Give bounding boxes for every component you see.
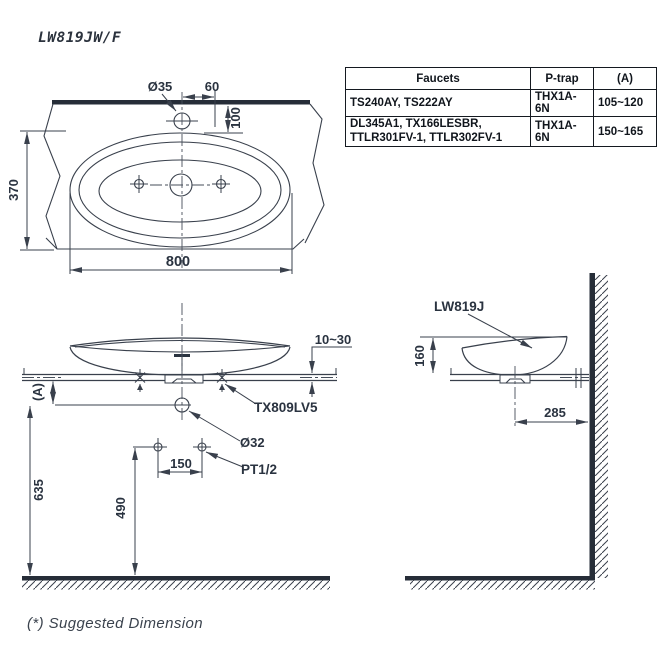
- bowl-rim-outer: [69, 337, 291, 347]
- counter-break-left: [43, 103, 61, 250]
- floor-left-hatch: [22, 580, 330, 590]
- label-drain-fitting: TX809LV5: [254, 400, 318, 415]
- dim-faucet-offset: 60: [205, 79, 219, 94]
- counter-break-right: [304, 103, 325, 244]
- drain-dia-leader: [188, 410, 241, 442]
- cell-a: 150~165: [593, 116, 657, 147]
- plan-view: 370 800 60 100 Ø35: [6, 79, 325, 274]
- dim-faucet-depth: 100: [228, 107, 243, 129]
- anchor-right: [216, 369, 228, 392]
- dim-supply-spacing: 150: [170, 456, 192, 471]
- anchor-left: [134, 369, 146, 392]
- drain-recess-detail-front: [171, 378, 197, 384]
- bowl-rim-lens: [69, 345, 291, 353]
- right-mount-crosshair: [212, 175, 230, 193]
- basin-outer-rim: [69, 132, 291, 248]
- side-view: 160 285 LW819J: [405, 273, 608, 590]
- basin-floor: [98, 159, 262, 223]
- spec-table: Faucets P-trap (A) TS240AY, TS222AY THX1…: [345, 67, 657, 147]
- dim-drain-dia: Ø32: [240, 435, 265, 450]
- dim370-extensions: [20, 130, 66, 251]
- dim-center-to-wall: 285: [544, 405, 566, 420]
- table-row: DL345A1, TX166LESBR, TTLR301FV-1, TTLR30…: [345, 116, 657, 147]
- dim-a: (A): [30, 383, 45, 401]
- floor-right-hatch: [410, 580, 595, 590]
- faucet-dia-leader: [161, 93, 177, 112]
- page-title: LW819JW/F: [38, 30, 122, 46]
- label-model: LW819J: [434, 299, 484, 314]
- cell-ptrap: THX1A-6N: [530, 116, 594, 147]
- dim-basin-width: 800: [166, 254, 190, 270]
- drain-fitting-leader: [224, 383, 257, 405]
- label-supply: PT1/2: [241, 462, 277, 477]
- slab-end-ticks: [23, 368, 337, 375]
- bowl-rim-inner: [74, 339, 286, 348]
- wall: [589, 273, 595, 580]
- wall-hatch: [595, 275, 608, 578]
- col-header-a: (A): [593, 67, 657, 90]
- floor-left: [22, 576, 330, 581]
- drain-recess-detail-side: [505, 378, 526, 384]
- slab-side-ticks: [450, 368, 582, 388]
- col-header-ptrap: P-trap: [530, 67, 594, 90]
- left-mount-crosshair: [130, 175, 148, 193]
- floor-right: [405, 576, 595, 581]
- cell-ptrap: THX1A-6N: [530, 89, 594, 117]
- dim10-30-upper: [309, 346, 352, 373]
- basin-inner-rim: [78, 141, 282, 239]
- col-header-faucets: Faucets: [345, 67, 531, 90]
- cell-faucets: DL345A1, TX166LESBR, TTLR301FV-1, TTLR30…: [345, 116, 531, 147]
- supply-leader: [205, 451, 244, 468]
- cell-a: 105~120: [593, 89, 657, 117]
- dim-counter-thickness: 10~30: [315, 332, 352, 347]
- bowl-body-side: [461, 336, 568, 376]
- suggested-dimension-note: (*) Suggested Dimension: [27, 615, 203, 632]
- rear-wall-edge: [52, 100, 310, 105]
- dim-drain-height: 635: [31, 479, 46, 501]
- dim-basin-depth: 370: [6, 179, 21, 201]
- dim-supply-height: 490: [113, 497, 128, 519]
- front-view: 10~30 (A) 635 490 150 Ø32 PT1/2 TX809LV5: [22, 303, 352, 590]
- table-header-row: Faucets P-trap (A): [345, 67, 657, 90]
- dim-faucet-dia: Ø35: [148, 79, 173, 94]
- table-row: TS240AY, TS222AY THX1A-6N 105~120: [345, 89, 657, 117]
- counter-front-edge: [45, 237, 305, 250]
- bowl-body-front: [69, 346, 291, 376]
- dim800-extensions: [69, 193, 293, 274]
- dim-basin-height: 160: [412, 345, 427, 367]
- model-leader: [467, 313, 533, 349]
- cell-faucets: TS240AY, TS222AY: [345, 89, 531, 117]
